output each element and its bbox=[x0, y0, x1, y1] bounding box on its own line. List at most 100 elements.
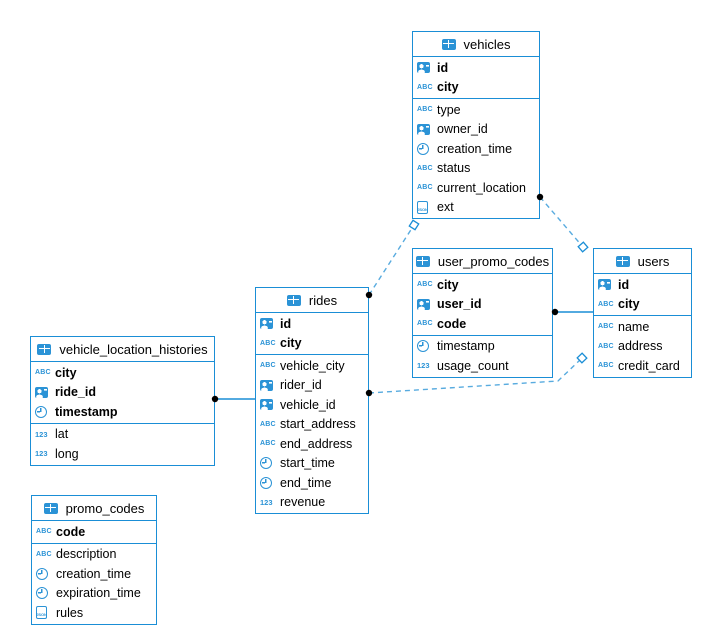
string-type-icon bbox=[417, 278, 436, 292]
column-row[interactable]: ext bbox=[413, 198, 539, 218]
string-type-icon bbox=[36, 547, 55, 561]
id-type-icon bbox=[260, 317, 279, 331]
table-name: user_promo_codes bbox=[437, 253, 550, 269]
columns-section: name address credit_card bbox=[594, 315, 691, 377]
column-row[interactable]: start_address bbox=[256, 415, 368, 435]
column-row[interactable]: city bbox=[413, 78, 539, 98]
column-name: expiration_time bbox=[56, 586, 141, 601]
column-name: usage_count bbox=[437, 358, 509, 373]
table-header[interactable]: users bbox=[594, 249, 691, 274]
column-name: rider_id bbox=[280, 378, 322, 393]
column-name: owner_id bbox=[437, 122, 488, 137]
column-row[interactable]: user_id bbox=[413, 295, 552, 315]
json-type-icon bbox=[36, 606, 55, 620]
string-type-icon bbox=[417, 317, 436, 331]
column-name: creation_time bbox=[56, 566, 132, 581]
column-row[interactable]: id bbox=[256, 314, 368, 334]
column-name: code bbox=[56, 524, 86, 539]
column-name: start_address bbox=[280, 417, 356, 432]
column-row[interactable]: description bbox=[32, 545, 156, 565]
column-row[interactable]: usage_count bbox=[413, 356, 552, 376]
column-row[interactable]: city bbox=[31, 363, 214, 383]
primary-key-section: code bbox=[32, 521, 156, 543]
table-name: promo_codes bbox=[65, 500, 145, 516]
column-row[interactable]: code bbox=[32, 522, 156, 542]
column-name: description bbox=[56, 547, 117, 562]
table-header[interactable]: promo_codes bbox=[32, 496, 156, 521]
column-name: city bbox=[437, 277, 459, 292]
column-row[interactable]: current_location bbox=[413, 178, 539, 198]
column-row[interactable]: rider_id bbox=[256, 376, 368, 396]
column-row[interactable]: end_time bbox=[256, 473, 368, 493]
string-type-icon bbox=[417, 80, 436, 94]
column-row[interactable]: city bbox=[256, 334, 368, 354]
timestamp-type-icon bbox=[36, 586, 55, 600]
column-name: address bbox=[618, 339, 663, 354]
column-row[interactable]: city bbox=[413, 275, 552, 295]
column-name: name bbox=[618, 319, 650, 334]
table-user-promo-codes[interactable]: user_promo_codes city user_id code times… bbox=[412, 248, 553, 378]
table-header[interactable]: vehicle_location_histories bbox=[31, 337, 214, 362]
column-name: timestamp bbox=[55, 404, 118, 419]
column-row[interactable]: type bbox=[413, 100, 539, 120]
table-promo-codes[interactable]: promo_codes code description creation_ti… bbox=[31, 495, 157, 625]
number-type-icon bbox=[417, 359, 436, 373]
table-header[interactable]: rides bbox=[256, 288, 368, 313]
column-name: ext bbox=[437, 200, 454, 215]
column-name: user_id bbox=[437, 297, 482, 312]
table-header[interactable]: vehicles bbox=[413, 32, 539, 57]
timestamp-type-icon bbox=[35, 405, 54, 419]
string-type-icon bbox=[598, 359, 617, 373]
column-row[interactable]: revenue bbox=[256, 493, 368, 513]
column-row[interactable]: code bbox=[413, 314, 552, 334]
column-name: ride_id bbox=[55, 385, 96, 400]
column-row[interactable]: vehicle_id bbox=[256, 395, 368, 415]
table-header[interactable]: user_promo_codes bbox=[413, 249, 552, 274]
string-type-icon bbox=[35, 366, 54, 380]
column-row[interactable]: timestamp bbox=[31, 402, 214, 422]
column-row[interactable]: expiration_time bbox=[32, 584, 156, 604]
column-row[interactable]: ride_id bbox=[31, 383, 214, 403]
string-type-icon bbox=[260, 336, 279, 350]
column-row[interactable]: vehicle_city bbox=[256, 356, 368, 376]
table-rides[interactable]: rides id city vehicle_city rider_id vehi… bbox=[255, 287, 369, 514]
column-row[interactable]: owner_id bbox=[413, 120, 539, 140]
primary-key-section: city ride_id timestamp bbox=[31, 362, 214, 423]
column-row[interactable]: status bbox=[413, 159, 539, 179]
column-name: credit_card bbox=[618, 358, 680, 373]
columns-section: timestamp usage_count bbox=[413, 334, 552, 377]
column-row[interactable]: address bbox=[594, 337, 691, 357]
column-row[interactable]: creation_time bbox=[413, 139, 539, 159]
column-row[interactable]: long bbox=[31, 444, 214, 464]
table-vehicle-location-histories[interactable]: vehicle_location_histories city ride_id … bbox=[30, 336, 215, 466]
column-name: current_location bbox=[437, 180, 526, 195]
column-row[interactable]: name bbox=[594, 317, 691, 337]
table-vehicles[interactable]: vehicles id city type owner_id creation_… bbox=[412, 31, 540, 219]
column-row[interactable]: creation_time bbox=[32, 564, 156, 584]
column-row[interactable]: id bbox=[413, 58, 539, 78]
column-row[interactable]: timestamp bbox=[413, 337, 552, 357]
string-type-icon bbox=[598, 297, 617, 311]
string-type-icon bbox=[417, 161, 436, 175]
column-row[interactable]: lat bbox=[31, 425, 214, 445]
relationship-vehicles-to-users[interactable] bbox=[539, 196, 584, 248]
id-type-icon bbox=[417, 61, 436, 75]
column-row[interactable]: start_time bbox=[256, 454, 368, 474]
table-users[interactable]: users id city name address credit_card bbox=[593, 248, 692, 378]
column-name: lat bbox=[55, 427, 69, 442]
column-row[interactable]: credit_card bbox=[594, 356, 691, 376]
column-row[interactable]: city bbox=[594, 295, 691, 315]
table-name: rides bbox=[308, 292, 338, 308]
id-type-icon bbox=[417, 122, 436, 136]
table-icon bbox=[416, 254, 434, 268]
relationship-rides-to-vehicles[interactable] bbox=[368, 224, 415, 296]
column-row[interactable]: rules bbox=[32, 603, 156, 623]
column-row[interactable]: end_address bbox=[256, 434, 368, 454]
column-name: id bbox=[618, 277, 630, 292]
column-row[interactable]: id bbox=[594, 275, 691, 295]
relationship-rides-to-users[interactable] bbox=[368, 357, 583, 394]
column-name: creation_time bbox=[437, 141, 513, 156]
column-name: city bbox=[618, 297, 640, 312]
column-name: long bbox=[55, 446, 79, 461]
